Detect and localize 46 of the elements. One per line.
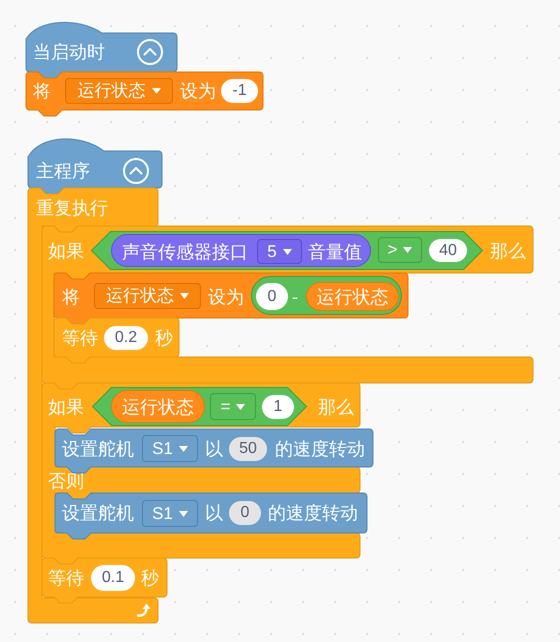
block-label: 的速度转动 xyxy=(268,503,358,523)
block-label: - xyxy=(292,287,298,307)
number-input: 0.2 xyxy=(104,326,148,350)
dropdown-menu: 运行状态 xyxy=(94,283,201,309)
dropdown-menu: S1 xyxy=(142,435,198,462)
block-label: 那么 xyxy=(318,397,354,417)
block-label: 声音传感器接口 xyxy=(122,242,248,262)
block-label: 设置舵机 xyxy=(62,503,134,523)
block-label: 秒 xyxy=(155,328,173,348)
operator-reporter xyxy=(251,276,402,315)
block-label: 音量值 xyxy=(308,242,362,262)
block-label: 设置舵机 xyxy=(62,439,134,459)
block-label: 否则 xyxy=(48,471,84,491)
block-label: 重复执行 xyxy=(36,198,108,218)
command-block xyxy=(55,493,367,539)
sensor-reporter xyxy=(111,234,371,267)
block-label: 如果 xyxy=(48,397,84,417)
command-block xyxy=(55,429,373,473)
if-block xyxy=(42,226,533,389)
variable-reporter: 运行状态 xyxy=(306,282,399,311)
variable-reporter: 运行状态 xyxy=(111,390,205,423)
block-label: 将 xyxy=(33,81,51,101)
command-block xyxy=(26,72,263,116)
dropdown-menu: 运行状态 xyxy=(65,78,173,104)
dropdown-menu: > xyxy=(378,237,422,263)
block-label: 等待 xyxy=(48,568,84,588)
dropdown-menu: S1 xyxy=(142,500,198,527)
block-label: 设为 xyxy=(180,81,216,101)
block-label: 那么 xyxy=(490,241,526,261)
block-label: 以 xyxy=(205,503,223,523)
block-label: 等待 xyxy=(62,328,98,348)
block-label: 的速度转动 xyxy=(275,439,365,459)
block-label: 以 xyxy=(205,439,223,459)
command-block xyxy=(42,558,167,603)
command-block xyxy=(54,318,179,363)
block-label: 秒 xyxy=(141,568,159,588)
condition-hexagon xyxy=(91,231,483,270)
number-input: 0 xyxy=(256,283,288,310)
block-label: 主程序 xyxy=(36,161,90,181)
dropdown-menu: = xyxy=(210,393,256,420)
dropdown-menu: 5 xyxy=(257,239,302,264)
block-label: 当启动时 xyxy=(33,42,105,62)
condition-hexagon xyxy=(92,387,307,426)
block-label: 设为 xyxy=(208,287,244,307)
block-label: 将 xyxy=(62,287,80,307)
block-label: 如果 xyxy=(48,241,84,261)
